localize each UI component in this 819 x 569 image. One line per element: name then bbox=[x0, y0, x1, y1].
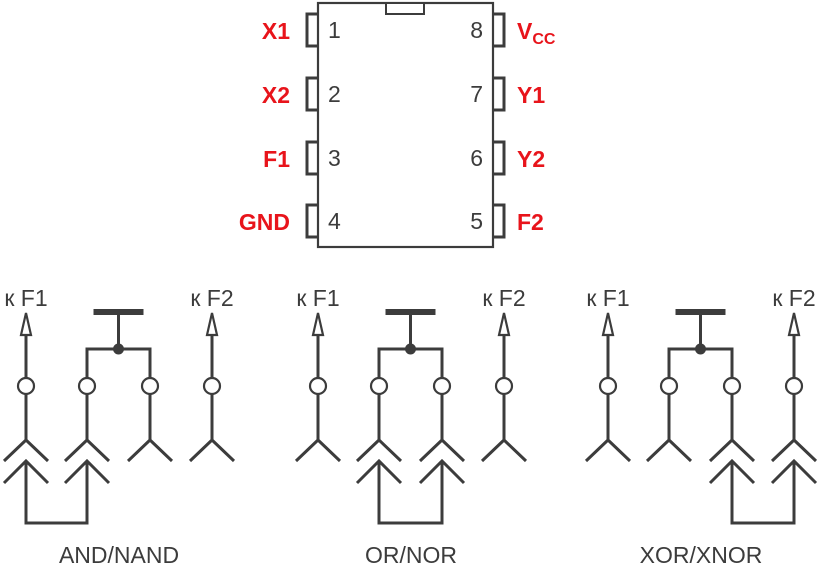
output-arrow-icon bbox=[205, 312, 219, 337]
pin-2-lead bbox=[305, 76, 318, 112]
contact-fork bbox=[708, 437, 756, 463]
contact-fork bbox=[126, 437, 174, 463]
contact-circle bbox=[432, 376, 452, 396]
config-and-nand: к F1 к F2 AND/NAND bbox=[2, 285, 236, 568]
pin-label-x2: X2 bbox=[262, 82, 290, 108]
pin-5-lead bbox=[493, 203, 506, 239]
pin-number: 5 bbox=[470, 208, 483, 234]
output-arrow-icon bbox=[497, 312, 511, 337]
pin-label-f2: F2 bbox=[517, 209, 544, 235]
config-or-nor: к F1 к F2 OR/NOR bbox=[294, 285, 528, 568]
config-caption: XOR/XNOR bbox=[640, 542, 763, 568]
pin-1-lead bbox=[305, 12, 318, 48]
pin-label-y2: Y2 bbox=[517, 146, 545, 172]
pin-label-vcc: VCC bbox=[517, 18, 556, 48]
output-label-f1: к F1 bbox=[296, 285, 339, 311]
contact-circle bbox=[598, 376, 618, 396]
pin-label-main: F2 bbox=[517, 209, 544, 235]
pin-label-f1: F1 bbox=[263, 146, 290, 172]
contact-fork bbox=[584, 437, 632, 463]
contact-circle bbox=[308, 376, 328, 396]
contact-fork bbox=[355, 437, 403, 463]
jumper-loop bbox=[377, 461, 444, 525]
pin-label-x1: X1 bbox=[262, 18, 290, 44]
contact-circle bbox=[659, 376, 679, 396]
contact-fork bbox=[2, 437, 50, 463]
config-caption: OR/NOR bbox=[365, 542, 457, 568]
output-arrow-icon bbox=[787, 312, 801, 337]
contact-fork bbox=[294, 437, 342, 463]
output-label-f1: к F1 bbox=[586, 285, 629, 311]
pin-7-lead bbox=[493, 76, 506, 112]
output-label-f2: к F2 bbox=[772, 285, 815, 311]
pin-label-main: Y2 bbox=[517, 146, 545, 172]
pin-number: 6 bbox=[470, 145, 483, 171]
pin-label-subscript: CC bbox=[532, 31, 556, 48]
pin-8-lead bbox=[493, 12, 506, 48]
ic-dip8-package: 1 X1 2 X2 3 F1 4 GND 5 F2 6 Y2 7 Y1 8 VCC bbox=[239, 1, 556, 249]
contact-circle bbox=[722, 376, 742, 396]
contact-circle bbox=[369, 376, 389, 396]
contact-fork bbox=[480, 437, 528, 463]
contact-circle bbox=[494, 376, 514, 396]
pin-6-lead bbox=[493, 140, 506, 176]
pin-4-lead bbox=[305, 203, 318, 239]
junction-dot bbox=[695, 343, 706, 355]
pin-3-lead bbox=[305, 140, 318, 176]
contact-circle bbox=[77, 376, 97, 396]
contact-fork bbox=[63, 437, 111, 463]
chip-body bbox=[316, 1, 495, 249]
output-arrow-icon bbox=[601, 312, 615, 337]
pin-number: 2 bbox=[328, 81, 341, 107]
pin-label-y1: Y1 bbox=[517, 82, 545, 108]
pin-number: 4 bbox=[328, 208, 341, 234]
pin-label-main: Y1 bbox=[517, 82, 545, 108]
output-label-f2: к F2 bbox=[190, 285, 233, 311]
contact-fork bbox=[770, 437, 818, 463]
pin-number: 7 bbox=[470, 81, 483, 107]
pin-number: 3 bbox=[328, 145, 341, 171]
config-xor-xnor: к F1 к F2 XOR/XNOR bbox=[584, 285, 818, 568]
config-caption: AND/NAND bbox=[59, 542, 179, 568]
pin-label-main: V bbox=[517, 18, 533, 44]
pin-label-gnd: GND bbox=[239, 209, 290, 235]
contact-circle bbox=[784, 376, 804, 396]
contact-fork bbox=[188, 437, 236, 463]
pin-number: 8 bbox=[470, 17, 483, 43]
contact-circle bbox=[140, 376, 160, 396]
junction-dot bbox=[113, 343, 124, 355]
switch-configurations: к F1 к F2 AND/NAND к F1 к F2 OR/NOR к F1 к F2 XO… bbox=[2, 285, 818, 568]
contact-circle bbox=[16, 376, 36, 396]
output-label-f2: к F2 bbox=[482, 285, 525, 311]
junction-dot bbox=[405, 343, 416, 355]
pin-number: 1 bbox=[328, 17, 341, 43]
jumper-loop bbox=[24, 461, 89, 525]
output-arrow-icon bbox=[311, 312, 325, 337]
contact-fork bbox=[418, 437, 466, 463]
output-arrow-icon bbox=[19, 312, 33, 337]
jumper-loop bbox=[730, 461, 796, 525]
contact-circle bbox=[202, 376, 222, 396]
contact-fork bbox=[645, 437, 693, 463]
chip-notch bbox=[385, 2, 425, 15]
output-label-f1: к F1 bbox=[4, 285, 47, 311]
